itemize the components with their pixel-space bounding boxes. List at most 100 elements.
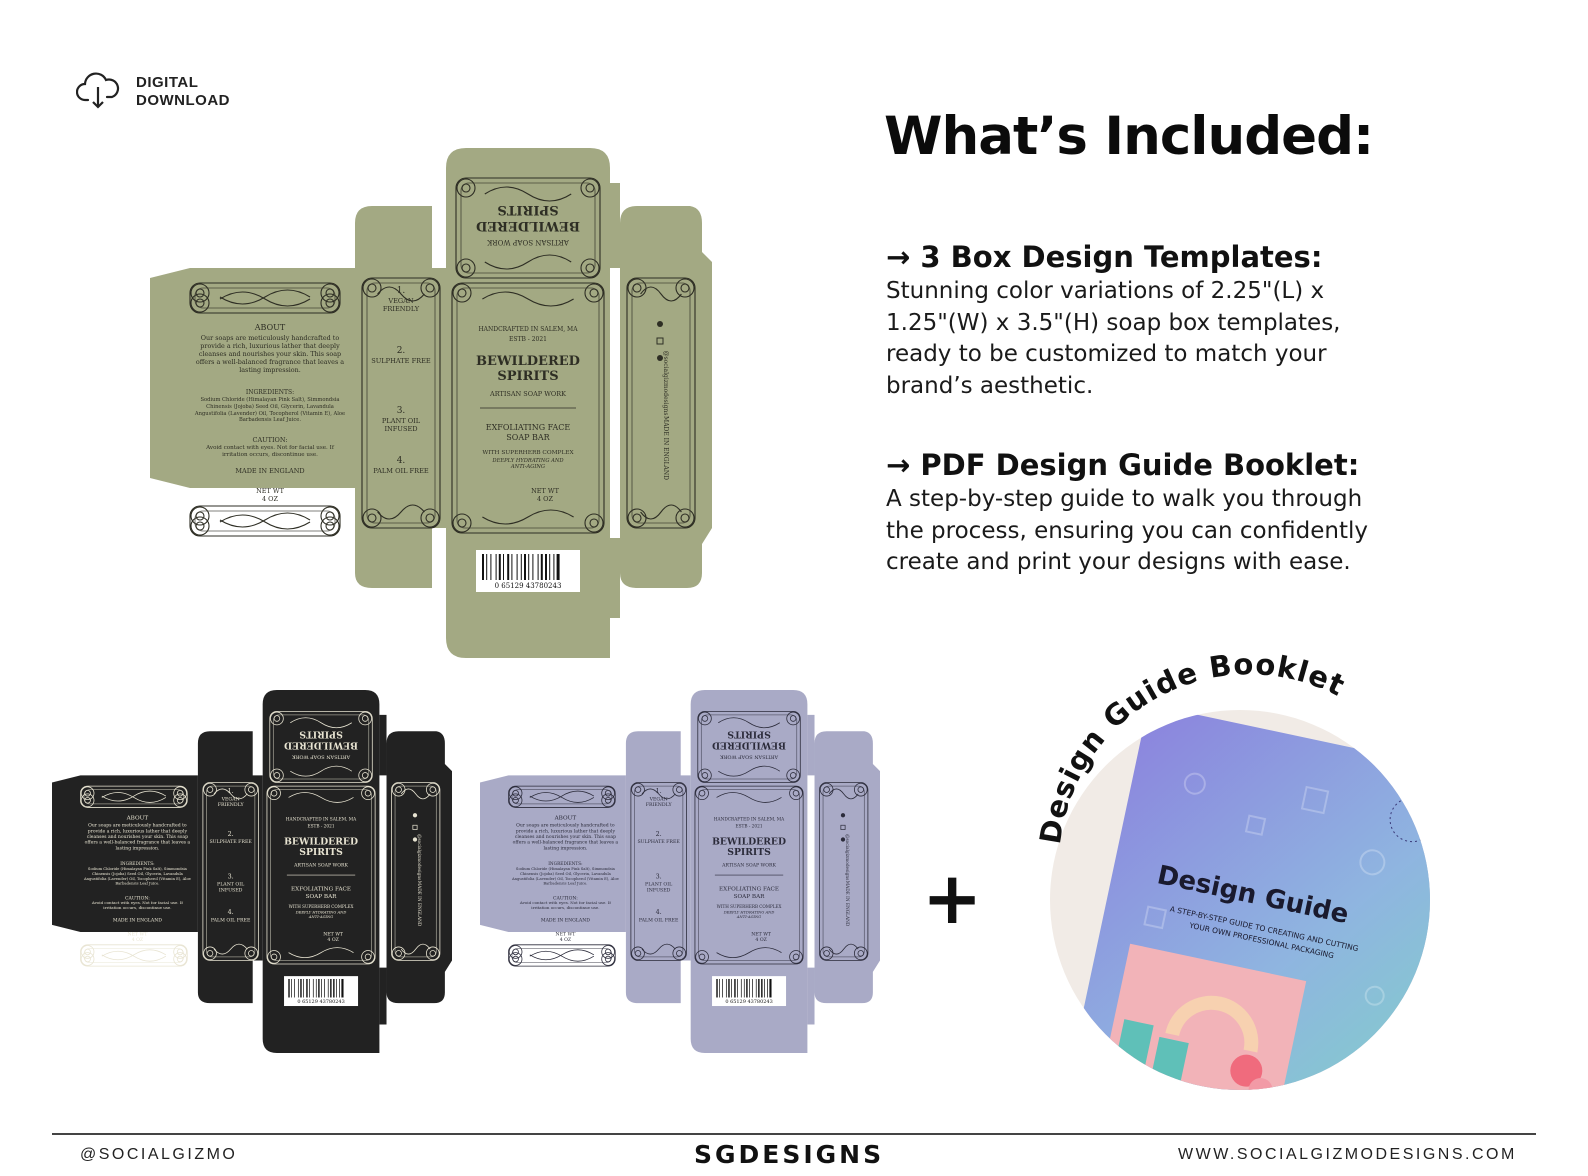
front-weight: 4 OZ — [537, 495, 554, 503]
front-tagline: DEEPLY HYDRATING AND ANTI-AGING — [723, 910, 775, 920]
top-flap-work: ARTISAN SOAP WORK — [292, 753, 351, 759]
top-flap-work: ARTISAN SOAP WORK — [486, 238, 570, 246]
digital-download-badge: DIGITAL DOWNLOAD — [75, 70, 230, 114]
side-made-in: MADE IN ENGLAND — [844, 881, 849, 927]
ornament-frame — [189, 282, 341, 314]
feature-label: VEGAN FRIENDLY — [217, 796, 244, 808]
back-ingredients-text: Sodium Chloride (Himalayan Pink Salt), S… — [83, 867, 191, 887]
feature-number: 1. — [228, 787, 234, 795]
back-caution-heading: CAUTION: — [125, 895, 150, 901]
feature-label: PALM OIL FREE — [373, 468, 429, 475]
front-work: ARTISAN SOAP WORK — [721, 863, 776, 869]
front-complex: WITH SUPERHERB COMPLEX — [482, 450, 574, 456]
footer-divider — [52, 1133, 1536, 1135]
page-title: What’s Included: — [884, 106, 1374, 167]
ornament-frame — [630, 782, 687, 961]
ornament-frame — [694, 785, 804, 965]
front-product-1: EXFOLIATING FACE — [291, 887, 351, 893]
panel-front — [690, 690, 808, 1053]
ornament-frame — [819, 782, 869, 961]
front-handcrafted: HANDCRAFTED IN SALEM, MA — [478, 326, 578, 333]
item-desc-line: create and print your designs with ease. — [886, 549, 1351, 575]
back-ingredients-heading: INGREDIENTS: — [120, 862, 154, 867]
badge-line-2: DOWNLOAD — [136, 92, 230, 109]
back-made-in: MADE IN ENGLAND — [541, 917, 590, 923]
ornament-frame — [455, 177, 601, 279]
item-desc-line: ready to be customized to match your — [886, 341, 1327, 367]
top-flap-brand-2: SPIRITS — [727, 728, 771, 739]
back-net-wt: NET WT — [128, 932, 149, 938]
barcode-number: 0 65129 43780243 — [297, 999, 344, 1005]
top-flap-work: ARTISAN SOAP WORK — [720, 753, 779, 759]
item-description: Stunning color variations of 2.25"(L) x … — [886, 276, 1486, 402]
panel-side-left — [625, 731, 691, 1004]
panel-side-right — [386, 731, 452, 1004]
footer-social-handle[interactable]: @SOCIALGIZMO — [80, 1146, 238, 1163]
side-handle: @socialgizmodesigns — [844, 834, 849, 880]
ornament-frame — [269, 710, 373, 783]
ornament-frame — [202, 782, 259, 961]
included-item-box-templates: → 3 Box Design Templates: Stunning color… — [886, 240, 1486, 402]
front-work: ARTISAN SOAP WORK — [293, 863, 348, 869]
feature-label: PLANT OIL INFUSED — [645, 882, 673, 893]
barcode: 0 65129 43780243 — [284, 976, 359, 1007]
included-item-design-guide: → PDF Design Guide Booklet: A step-by-st… — [886, 448, 1486, 579]
panel-side-left — [197, 731, 263, 1004]
cloud-download-icon — [75, 70, 120, 114]
back-made-in: MADE IN ENGLAND — [113, 917, 162, 923]
front-net-wt: NET WT — [531, 487, 560, 495]
ornament-frame — [189, 505, 341, 537]
front-brand-bottom: SPIRITS — [727, 847, 771, 858]
item-desc-line: A step-by-step guide to walk you through — [886, 486, 1363, 512]
barcode-number: 0 65129 43780243 — [495, 582, 562, 590]
ornament-frame — [80, 785, 188, 808]
back-weight: 4 OZ — [560, 937, 572, 943]
top-flap-brand: BEWILDERED — [476, 218, 580, 233]
feature-number: 4. — [228, 908, 234, 916]
back-about-text: Our soaps are meticulously handcrafted t… — [512, 822, 619, 851]
panel-side-right — [620, 206, 712, 588]
back-ingredients-heading: INGREDIENTS: — [548, 862, 582, 867]
front-net-wt: NET WT — [323, 932, 344, 938]
badge-line-1: DIGITAL — [136, 74, 199, 91]
feature-label: PALM OIL FREE — [210, 917, 251, 923]
panel-back — [480, 775, 626, 932]
ornament-frame — [266, 785, 376, 965]
barcode-number: 0 65129 43780243 — [725, 999, 772, 1005]
back-about-text: Our soaps are meticulously handcrafted t… — [84, 822, 191, 851]
back-ingredients-text: Sodium Chloride (Himalayan Pink Salt), S… — [194, 397, 346, 424]
ornament-frame — [626, 277, 696, 529]
back-about-heading: ABOUT — [554, 816, 577, 822]
footer-website-link[interactable]: WWW.SOCIALGIZMODESIGNS.COM — [1178, 1146, 1517, 1163]
front-established: ESTB - 2021 — [736, 824, 763, 829]
side-handle: @socialgizmodesigns — [662, 351, 669, 416]
front-complex: WITH SUPERHERB COMPLEX — [289, 904, 354, 909]
item-description: A step-by-step guide to walk you through… — [886, 484, 1486, 579]
back-net-wt: NET WT — [256, 487, 285, 495]
feature-number: 3. — [656, 873, 662, 881]
feature-label: PALM OIL FREE — [638, 917, 679, 923]
ornament-frame — [697, 710, 801, 783]
ornament-frame — [361, 277, 441, 529]
front-brand-top: BEWILDERED — [476, 354, 580, 369]
feature-label: SULPHATE FREE — [209, 839, 252, 845]
item-title: → PDF Design Guide Booklet: — [886, 448, 1360, 482]
back-net-wt: NET WT — [556, 932, 577, 938]
back-ingredients-text: Sodium Chloride (Himalayan Pink Salt), S… — [511, 867, 619, 887]
panel-back — [52, 775, 198, 932]
top-flap-brand-2: SPIRITS — [497, 202, 558, 217]
design-guide-booklet-preview: Design Guide A STEP-BY-STEP GUIDE TO CRE… — [1030, 647, 1450, 1090]
feature-number: 2. — [397, 346, 406, 356]
front-brand-top: BEWILDERED — [712, 836, 786, 847]
feature-label: SULPHATE FREE — [371, 358, 431, 365]
feature-number: 4. — [397, 456, 406, 466]
front-net-wt: NET WT — [751, 932, 772, 938]
side-made-in: MADE IN ENGLAND — [662, 416, 669, 480]
back-about-heading: ABOUT — [126, 816, 149, 822]
front-weight: 4 OZ — [327, 937, 339, 943]
back-caution-text: Avoid contact with eyes. Not for facial … — [91, 901, 183, 911]
